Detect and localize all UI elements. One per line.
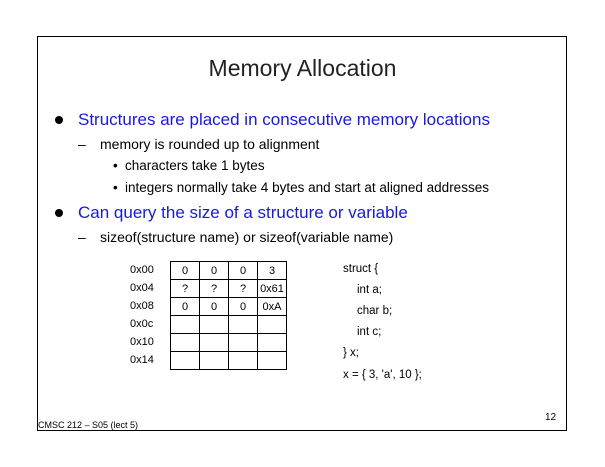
code-line: char b; (357, 305, 393, 317)
memory-cell (170, 333, 200, 352)
memory-cell (257, 351, 287, 370)
address-label: 0x14 (130, 354, 154, 366)
bullet-2-text: Can query the size of a structure or var… (78, 203, 408, 222)
page-number: 12 (545, 412, 557, 423)
dash-icon: – (78, 229, 86, 245)
sub-sub-bullet-2-text: integers normally take 4 bytes and start… (125, 180, 489, 195)
bullet-dot-small-icon: • (113, 158, 118, 173)
memory-row: ? ? ? 0x61 (170, 279, 287, 298)
address-label: 0x00 (130, 264, 154, 276)
sub-sub-bullet-1-text: characters take 1 bytes (125, 158, 265, 173)
memory-cell: ? (228, 279, 258, 298)
code-line: x = { 3, 'a', 10 }; (343, 369, 422, 381)
address-label: 0x08 (130, 300, 154, 312)
slide-frame (37, 36, 567, 431)
memory-row: 0 0 0 3 (170, 261, 287, 280)
memory-cell: 0 (228, 261, 258, 280)
memory-cell: 0xA (257, 297, 287, 316)
bullet-dot-small-icon: • (113, 180, 118, 195)
memory-cell (257, 315, 287, 334)
address-label: 0x0c (130, 318, 154, 330)
sub-bullet-2-text: sizeof(structure name) or sizeof(variabl… (100, 229, 394, 245)
memory-grid: 0 0 0 3 ? ? ? 0x61 0 0 0 0xA (170, 261, 287, 370)
dash-icon: – (78, 136, 86, 152)
memory-cell: ? (170, 279, 200, 298)
memory-cell: 0 (199, 261, 229, 280)
memory-cell: 0x61 (257, 279, 287, 298)
memory-cell (228, 315, 258, 334)
memory-cell: ? (199, 279, 229, 298)
code-line: int c; (357, 326, 382, 338)
memory-cell (199, 351, 229, 370)
bullet-dot-icon (55, 116, 63, 124)
address-label: 0x04 (130, 282, 154, 294)
memory-row (170, 333, 287, 352)
slide-title: Memory Allocation (208, 55, 397, 81)
memory-cell: 0 (199, 297, 229, 316)
sub-bullet-1-text: memory is rounded up to alignment (100, 136, 320, 152)
footer-course-label: CMSC 212 – S05 (lect 5) (38, 420, 139, 430)
memory-cell: 3 (257, 261, 287, 280)
memory-cell (257, 333, 287, 352)
memory-row: 0 0 0 0xA (170, 297, 287, 316)
code-line: } x; (343, 347, 359, 359)
memory-cell (170, 315, 200, 334)
memory-cell (199, 315, 229, 334)
bullet-1-text: Structures are placed in consecutive mem… (78, 110, 490, 129)
memory-cell (199, 333, 229, 352)
memory-cell (228, 333, 258, 352)
memory-cell (228, 351, 258, 370)
memory-cell: 0 (170, 297, 200, 316)
memory-cell (170, 351, 200, 370)
memory-cell: 0 (170, 261, 200, 280)
memory-row (170, 351, 287, 370)
memory-row (170, 315, 287, 334)
bullet-dot-icon (55, 209, 63, 217)
address-label: 0x10 (130, 336, 154, 348)
memory-cell: 0 (228, 297, 258, 316)
code-line: struct { (343, 263, 379, 275)
code-line: int a; (357, 284, 382, 296)
